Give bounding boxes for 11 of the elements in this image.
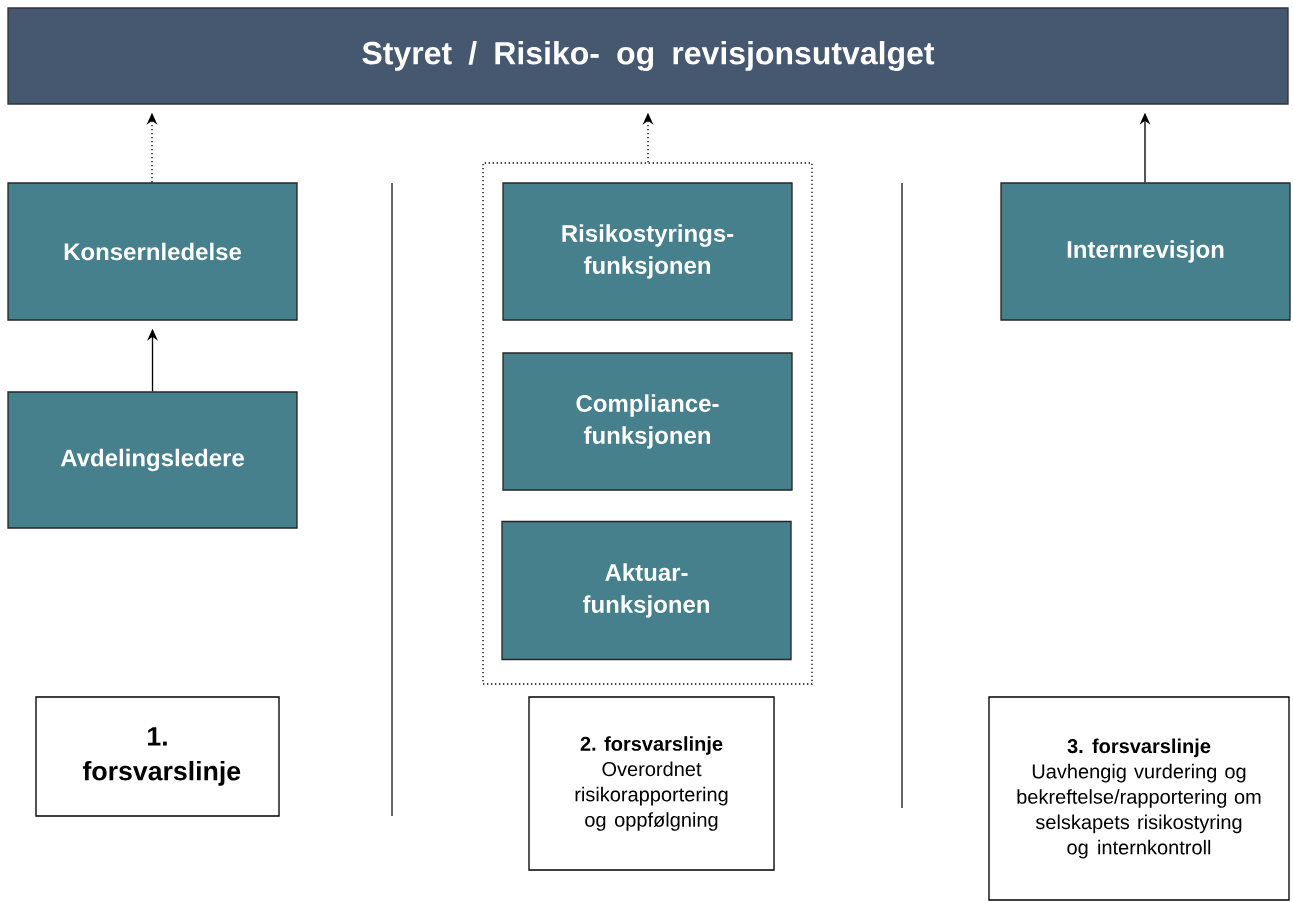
function-box: Risikostyrings- funksjonen (502, 182, 793, 321)
line-of-defence-box: 3. forsvarslinje Uavhengig vurdering og bekreftelse/rapportering om selskapets risikostyring og internkontroll (988, 696, 1290, 901)
line-of-defence-box: 1. forsvarslinje (35, 696, 280, 817)
unit-box: Avdelingsledere (7, 391, 298, 529)
unit-box: Internrevisjon (1000, 182, 1291, 321)
function-box: Aktuar- funksjonen (501, 520, 792, 661)
title-bar: Styret / Risiko- og revisjonsutvalget (7, 7, 1289, 105)
line-of-defence-box: 2. forsvarslinje Overordnet risikorapportering og oppfølgning (528, 696, 775, 871)
group-frame (482, 162, 813, 685)
function-box: Compliance- funksjonen (502, 352, 793, 491)
unit-box: Konsernledelse (7, 182, 298, 321)
